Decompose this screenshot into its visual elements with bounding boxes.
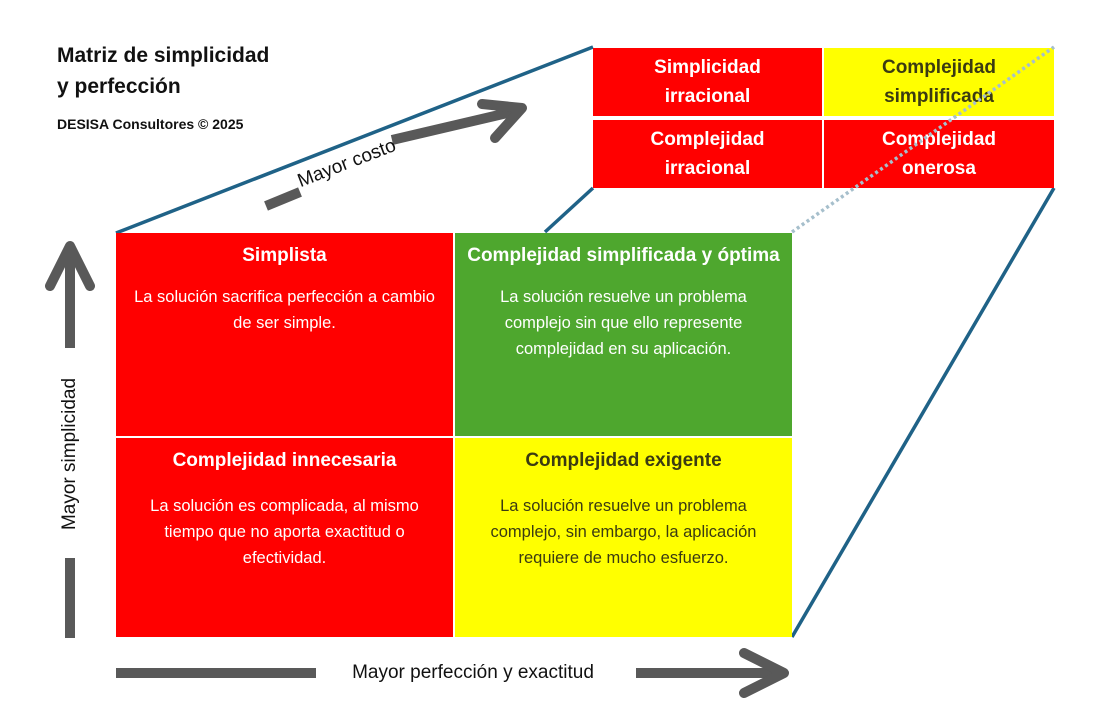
cell-description: La solución resuelve un problema complej… (500, 288, 747, 358)
cell-title: Complejidad exigente (525, 450, 722, 471)
cell-line: Simplicidad (654, 57, 761, 78)
perspective-line-bottom (790, 187, 1056, 638)
cell-title: Simplista (242, 245, 327, 266)
credit: DESISA Consultores © 2025 (57, 116, 244, 132)
diagonal-arrow-icon (264, 99, 527, 211)
cell-complejidad-optima: Complejidad simplificada y óptima La sol… (455, 233, 792, 436)
cell-line: simplificada (884, 86, 994, 107)
cell-line: Complejidad (881, 129, 996, 150)
title-line-2: y perfección (57, 75, 181, 98)
small-cell-complejidad-simplificada: Complejidad simplificada (824, 48, 1054, 116)
cell-description: La solución resuelve un problema complej… (490, 497, 757, 567)
cell-title: Complejidad simplificada y óptima (467, 245, 780, 266)
small-cell-complejidad-onerosa: Complejidad onerosa (824, 120, 1054, 188)
cell-line: Complejidad (881, 57, 996, 78)
cell-complejidad-exigente: Complejidad exigente La solución resuelv… (455, 438, 792, 637)
vertical-axis-label: Mayor simplicidad (59, 377, 80, 531)
small-cell-simplicidad-irracional: Simplicidad irracional (593, 48, 822, 116)
cell-line: onerosa (902, 158, 976, 179)
cell-line: irracional (664, 86, 751, 107)
cell-line: irracional (664, 158, 751, 179)
vertical-arrow-icon (45, 241, 95, 638)
cell-simplista: Simplista La solución sacrifica perfecci… (116, 233, 453, 436)
horizontal-axis-label: Mayor perfección y exactitud (352, 662, 594, 683)
cell-line: Complejidad (650, 129, 765, 150)
cell-complejidad-innecesaria: Complejidad innecesaria La solución es c… (116, 438, 453, 637)
perspective-line-top (115, 45, 594, 235)
cell-description: La solución es complicada, al mismo tiem… (150, 497, 419, 567)
horizontal-arrow-icon (116, 648, 789, 698)
cell-title: Complejidad innecesaria (172, 450, 397, 471)
cell-description: La solución sacrifica perfección a cambi… (134, 288, 435, 332)
title-line-1: Matriz de simplicidad (57, 44, 270, 67)
page-title: Matriz de simplicidad y perfección (57, 40, 357, 102)
small-cell-complejidad-irracional: Complejidad irracional (593, 120, 822, 188)
perspective-line-mid (543, 186, 595, 234)
